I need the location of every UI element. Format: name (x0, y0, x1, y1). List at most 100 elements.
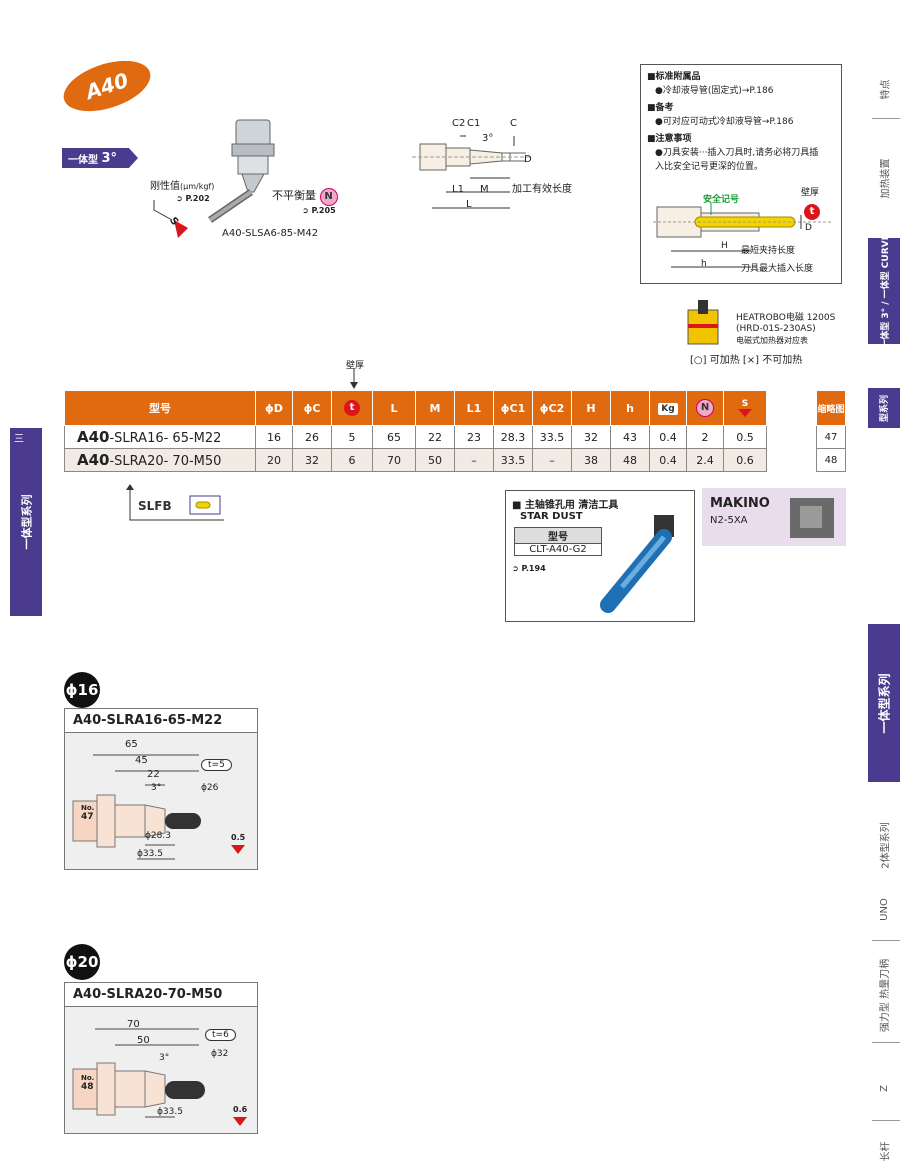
cell: 32 (292, 448, 332, 472)
wall-label: 壁厚 (801, 188, 820, 198)
cell: 0.4 (649, 425, 687, 449)
col-m: M (415, 390, 455, 426)
unbalance-n-icon: N (696, 399, 714, 417)
star-dust-ref[interactable]: ➲ P.194 (512, 564, 546, 573)
unbalance-n-icon: N (319, 188, 338, 206)
cell: 33.5 (493, 448, 533, 472)
stiffness-arrow-icon (738, 409, 752, 417)
model-badge-label: A40 (82, 67, 132, 105)
dim-mid: 45 (135, 755, 148, 766)
holder-drawing (72, 754, 201, 860)
dimension-drawing (412, 135, 530, 209)
dim-c2: ϕ33.5 (137, 849, 163, 859)
stiffness-arrow-icon (233, 1117, 247, 1126)
table-row[interactable]: A40-SLRA20- 70-M50 20 32 6 70 50 – 33.5 … (64, 448, 767, 472)
dim-c2: C2 (452, 118, 466, 129)
col-l1: L1 (454, 390, 494, 426)
dim-l1: L1 (452, 184, 464, 195)
sidebar-item-heating[interactable]: 加热装置 (880, 158, 892, 198)
dim-c: C (510, 118, 517, 129)
star-dust-title: ■ 主轴锥孔用 清洁工具 (512, 500, 619, 511)
row-model: A40-SLRA16- 65-M22 (64, 425, 256, 449)
type-tag-angle: 3° (101, 150, 118, 166)
table-row[interactable]: A40-SLRA16- 65-M22 16 26 5 65 22 23 28.3… (64, 425, 767, 449)
ref-cell[interactable]: 47 (816, 425, 846, 449)
col-model: 型号 (64, 390, 256, 426)
cell: 33.5 (532, 425, 572, 449)
notes-remark-title: ■备考 (647, 103, 674, 113)
wall-pointer-arrow-icon (350, 368, 358, 389)
notes-std-item[interactable]: ●冷却液导管(固定式)→P.186 (655, 86, 774, 96)
left-series-tab[interactable]: 一体型系列 (10, 428, 42, 616)
cell: 48 (610, 448, 650, 472)
cell: 32 (571, 425, 611, 449)
diameter-badge-16: ϕ16 (64, 672, 100, 708)
cell: 22 (415, 425, 455, 449)
sidebar-divider (872, 1120, 900, 1121)
cell: – (454, 448, 494, 472)
diagram-d: D (805, 223, 812, 233)
cell: 38 (571, 448, 611, 472)
sidebar-item-one-piece[interactable]: 一体型系列 (868, 624, 900, 782)
effective-length-label: 加工有效长度 (512, 184, 572, 195)
col-c2: ϕC2 (532, 390, 572, 426)
sample-model: A40-SLSA6-85-M42 (222, 228, 319, 239)
stiffness-label: 刚性值(μm/kgf) (150, 181, 215, 192)
cell: 43 (610, 425, 650, 449)
notes-box: ■标准附属品 ●冷却液导管(固定式)→P.186 ■备考 ●可对应可动式冷却液导… (640, 64, 842, 284)
spec-table-header: 型号 ϕD ϕC t L M L1 ϕC1 ϕC2 H h Kg N S (64, 390, 767, 426)
sidebar-item-two-piece[interactable]: 2体型系列 (880, 821, 892, 869)
heatrobo-image (687, 300, 719, 345)
stiffness-s-label: S (741, 399, 749, 409)
cell: – (532, 448, 572, 472)
sidebar-item-series-partial[interactable]: 型系列 (868, 388, 900, 428)
drawing-panel-20: A40-SLRA20-70-M50 70 50 3° t=6 ϕ32 ϕ33.5… (64, 982, 258, 1134)
dim-angle: 3° (151, 783, 162, 793)
notes-caution-title: ■注意事项 (647, 134, 692, 144)
row-model: A40-SLRA20- 70-M50 (64, 448, 256, 472)
dim-short: 22 (147, 769, 160, 780)
notes-remark-item[interactable]: ●可对应可动式冷却液导管→P.186 (655, 117, 794, 127)
s-arrow-icon (153, 200, 188, 238)
panel-title: A40-SLRA20-70-M50 (65, 983, 257, 1007)
sidebar-item-uno[interactable]: UNO (878, 897, 890, 921)
sidebar-item-power[interactable]: 强力型 热量刀柄 (880, 958, 892, 1032)
min-clamp-label: 最短夹持长度 (741, 246, 796, 256)
spec-table: 型号 ϕD ϕC t L M L1 ϕC1 ϕC2 H h Kg N S A40… (64, 390, 767, 472)
sidebar-item-features[interactable]: 特点 (880, 79, 892, 99)
ref-header: 缩略图 (816, 390, 846, 426)
sidebar-item-z[interactable]: Z (878, 1084, 890, 1092)
dim-m: M (480, 184, 489, 195)
dim-c: ϕ32 (211, 1049, 229, 1059)
cell: 2.4 (686, 448, 724, 472)
col-t: t (331, 390, 373, 426)
cell: 0.6 (723, 448, 767, 472)
left-tab-mark: 三 (14, 434, 24, 445)
panel-title: A40-SLRA16-65-M22 (65, 709, 257, 733)
slfb-pointer (126, 484, 224, 521)
heatrobo-model: (HRD-01S-230AS) (736, 324, 816, 335)
star-dust-model-header: 型号 (515, 528, 601, 544)
ref-cell[interactable]: 48 (816, 448, 846, 472)
star-dust-model: CLT-A40-G2 (529, 544, 587, 555)
col-d: ϕD (255, 390, 293, 426)
wall-pointer-label: 壁厚 (346, 361, 365, 371)
col-weight: Kg (649, 390, 687, 426)
notes-std-title: ■标准附属品 (647, 72, 701, 82)
makino-model: N2-5XA (710, 515, 748, 526)
cell: 70 (372, 448, 416, 472)
type-tag-label: 一体型 (68, 154, 98, 166)
sidebar-item-long[interactable]: 长杆 (880, 1141, 892, 1162)
sidebar-item-curve[interactable]: 一体型 3° / 一体型 CURVE (868, 234, 900, 348)
insert-diagram (653, 203, 831, 268)
stiffness-ref[interactable]: ➲ P.202 (176, 194, 210, 203)
unbalance-label: 不平衡量 N (272, 188, 338, 206)
col-h-upper: H (571, 390, 611, 426)
wall-thickness-badge: t=5 (201, 759, 232, 771)
cell: 65 (372, 425, 416, 449)
dim-angle: 3° (159, 1053, 170, 1063)
unbalance-ref[interactable]: ➲ P.205 (302, 206, 336, 215)
cell: 50 (415, 448, 455, 472)
notes-caution-item-2: 入比安全记号更深的位置。 (655, 162, 764, 172)
dim-l: L (466, 199, 472, 210)
